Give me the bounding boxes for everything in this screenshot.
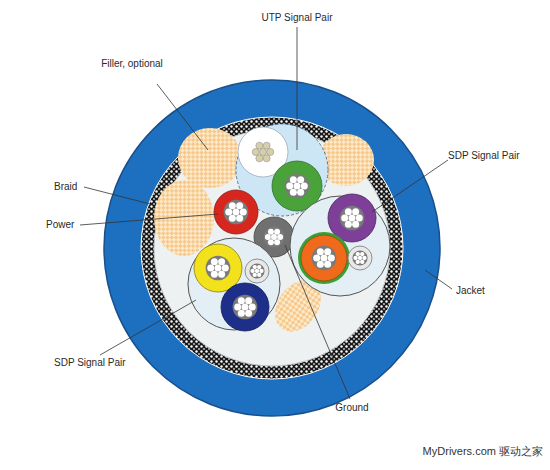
callout-label: SDP Signal Pair: [448, 150, 520, 162]
callout-label: Filler, optional: [101, 58, 163, 70]
callout-label: UTP Signal Pair: [262, 12, 333, 24]
callout-label: Power: [46, 219, 74, 231]
watermark: MyDrivers.com 驱动之家: [423, 445, 543, 457]
callout-label: Jacket: [456, 285, 485, 297]
callout-label: Ground: [335, 402, 368, 414]
callout-label: SDP Signal Pair: [54, 357, 126, 369]
leader-lines: [80, 27, 452, 399]
callout-label: Braid: [54, 181, 77, 193]
